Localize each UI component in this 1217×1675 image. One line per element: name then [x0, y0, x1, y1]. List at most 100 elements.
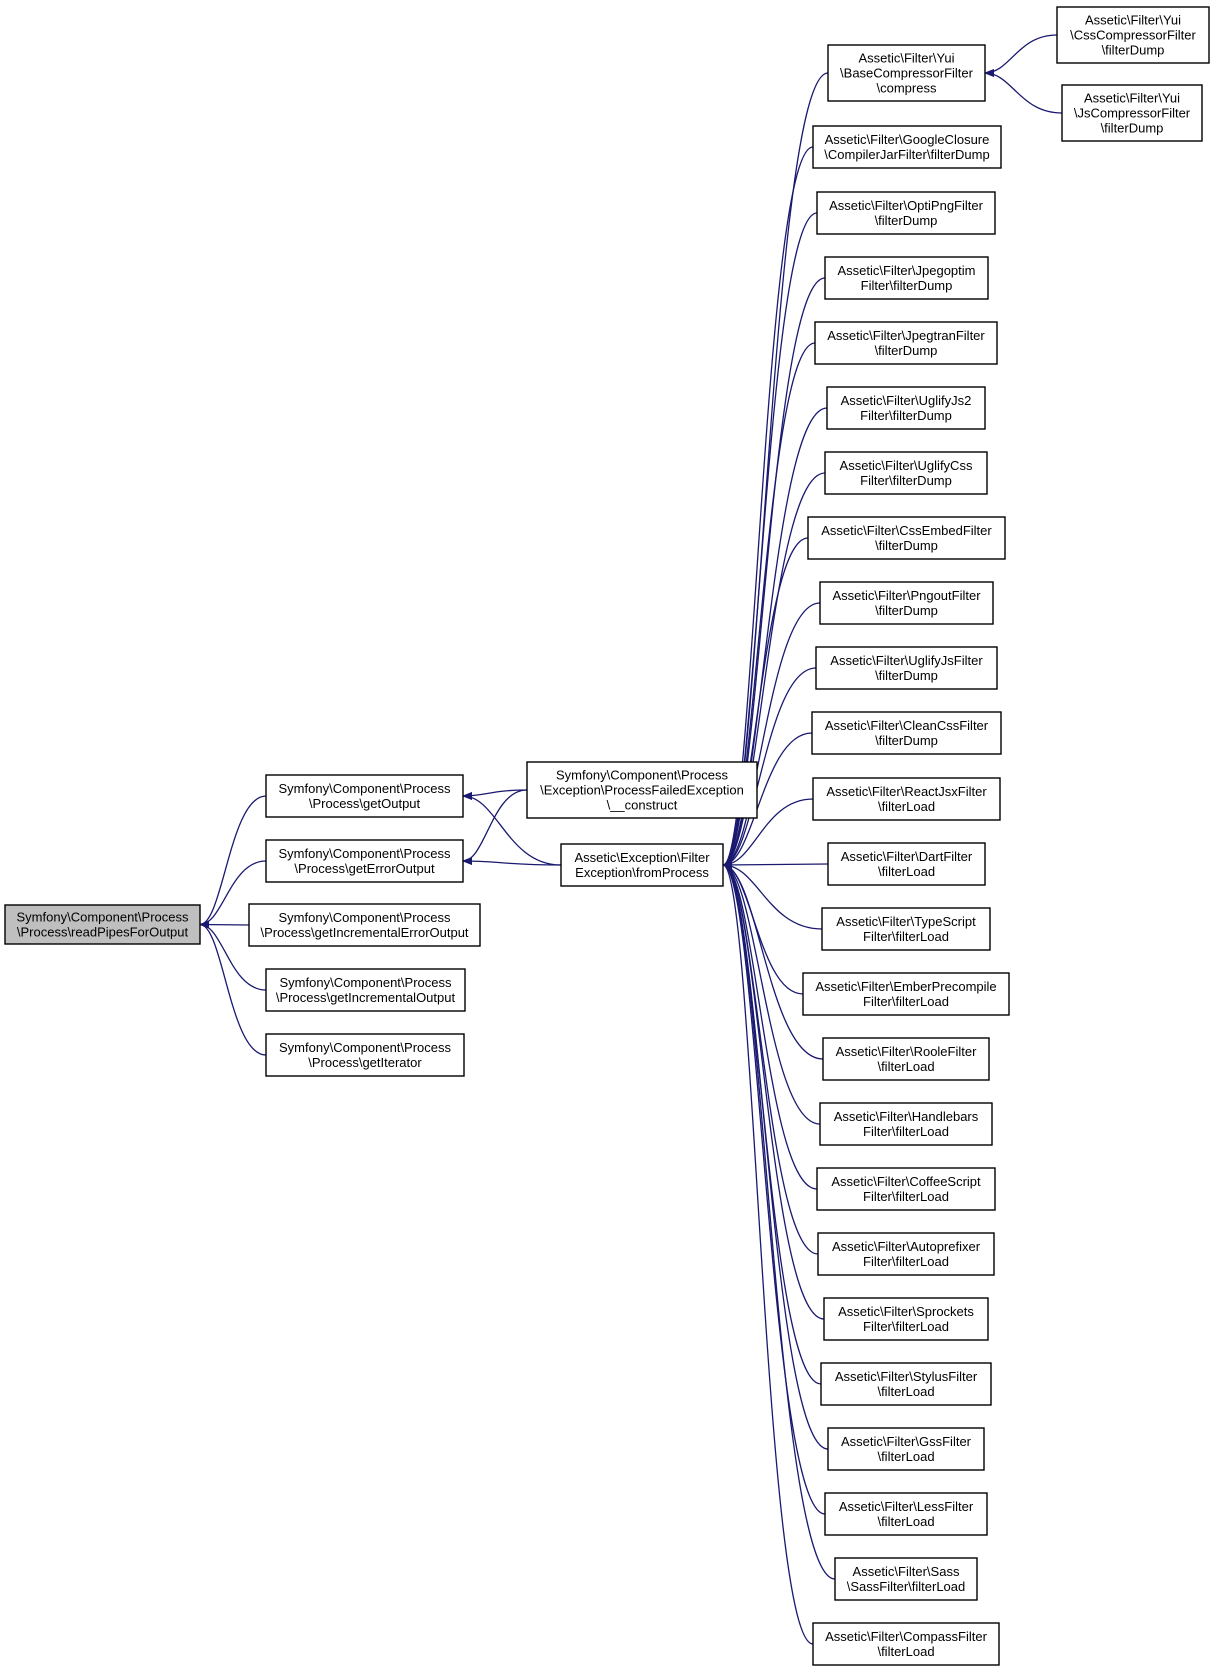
- node-yuiJs[interactable]: Assetic\Filter\Yui\JsCompressorFilter\fi…: [1061, 84, 1203, 142]
- node-box[interactable]: [560, 843, 724, 887]
- node-box[interactable]: [821, 907, 991, 951]
- node-label-line: \filterLoad: [877, 1514, 934, 1529]
- node-reactJsx[interactable]: Assetic\Filter\ReactJsxFilter\filterLoad: [812, 777, 1001, 821]
- node-box[interactable]: [822, 1037, 990, 1081]
- node-less[interactable]: Assetic\Filter\LessFilter\filterLoad: [824, 1492, 988, 1536]
- node-box[interactable]: [812, 777, 1001, 821]
- node-box[interactable]: [1061, 84, 1203, 142]
- node-jpegoptim[interactable]: Assetic\Filter\JpegoptimFilter\filterDum…: [824, 256, 989, 300]
- edge-reactJsx-to-fromProcess: [722, 798, 814, 869]
- node-label-line: Filter\filterDump: [861, 278, 953, 293]
- node-box[interactable]: [819, 1102, 993, 1146]
- node-fromProcess[interactable]: Assetic\Exception\FilterException\fromPr…: [560, 843, 724, 887]
- edge-jpegtran-to-fromProcess: [722, 342, 816, 869]
- node-box[interactable]: [824, 256, 989, 300]
- node-handlebars[interactable]: Assetic\Filter\HandlebarsFilter\filterLo…: [819, 1102, 993, 1146]
- node-googleClosure[interactable]: Assetic\Filter\GoogleClosure\CompilerJar…: [812, 125, 1002, 169]
- node-optiPng[interactable]: Assetic\Filter\OptiPngFilter\filterDump: [816, 191, 996, 235]
- node-box[interactable]: [817, 1232, 995, 1276]
- node-root[interactable]: Symfony\Component\Process\Process\readPi…: [4, 904, 201, 945]
- node-label-line: \filterDump: [875, 733, 938, 748]
- node-roole[interactable]: Assetic\Filter\RooleFilter\filterLoad: [822, 1037, 990, 1081]
- node-sprockets[interactable]: Assetic\Filter\SprocketsFilter\filterLoa…: [823, 1297, 989, 1341]
- node-label-line: Symfony\Component\Process: [279, 910, 451, 925]
- node-label-line: \__construct: [607, 798, 678, 813]
- node-label-line: \filterLoad: [878, 799, 935, 814]
- node-label-line: Assetic\Filter\StylusFilter: [835, 1369, 978, 1384]
- edge-googleClosure-to-fromProcess: [722, 146, 814, 869]
- node-box[interactable]: [815, 646, 998, 690]
- node-box[interactable]: [823, 1297, 989, 1341]
- node-box[interactable]: [827, 1427, 985, 1471]
- node-yuiCompress[interactable]: Assetic\Filter\Yui\BaseCompressorFilter\…: [827, 44, 986, 102]
- node-pngout[interactable]: Assetic\Filter\PngoutFilter\filterDump: [819, 581, 994, 625]
- node-emberPrecompile[interactable]: Assetic\Filter\EmberPrecompileFilter\fil…: [802, 972, 1010, 1016]
- node-typeScript[interactable]: Assetic\Filter\TypeScriptFilter\filterLo…: [821, 907, 991, 951]
- node-label-line: Assetic\Filter\EmberPrecompile: [815, 979, 996, 994]
- node-coffeeScript[interactable]: Assetic\Filter\CoffeeScriptFilter\filter…: [816, 1167, 996, 1211]
- node-getIncrementalErrorOutput[interactable]: Symfony\Component\Process\Process\getInc…: [248, 903, 481, 947]
- edge-uglifyJs-to-fromProcess: [722, 667, 817, 869]
- node-autoprefixer[interactable]: Assetic\Filter\AutoprefixerFilter\filter…: [817, 1232, 995, 1276]
- node-compass[interactable]: Assetic\Filter\CompassFilter\filterLoad: [812, 1622, 1000, 1666]
- node-box[interactable]: [814, 321, 998, 365]
- node-uglifyJs[interactable]: Assetic\Filter\UglifyJsFilter\filterDump: [815, 646, 998, 690]
- node-box[interactable]: [824, 451, 988, 495]
- node-box[interactable]: [1056, 6, 1210, 64]
- node-box[interactable]: [811, 711, 1002, 755]
- node-cssEmbed[interactable]: Assetic\Filter\CssEmbedFilter\filterDump: [807, 516, 1006, 560]
- node-getIncrementalOutput[interactable]: Symfony\Component\Process\Process\getInc…: [265, 968, 466, 1012]
- node-processFailedException[interactable]: Symfony\Component\Process\Exception\Proc…: [526, 761, 758, 819]
- node-getErrorOutput[interactable]: Symfony\Component\Process\Process\getErr…: [265, 839, 464, 883]
- node-sass[interactable]: Assetic\Filter\Sass\SassFilter\filterLoa…: [834, 1557, 978, 1601]
- node-box[interactable]: [265, 839, 464, 883]
- node-label-line: Assetic\Filter\LessFilter: [839, 1499, 974, 1514]
- edge-fromProcess-to-getErrorOutput: [462, 857, 562, 866]
- node-label-line: Symfony\Component\Process: [279, 846, 451, 861]
- node-jpegtran[interactable]: Assetic\Filter\JpegtranFilter\filterDump: [814, 321, 998, 365]
- node-box[interactable]: [4, 904, 201, 945]
- node-label-line: \filterDump: [1102, 43, 1165, 58]
- node-label-line: \JsCompressorFilter: [1074, 106, 1191, 121]
- node-box[interactable]: [248, 903, 481, 947]
- node-cleanCss[interactable]: Assetic\Filter\CleanCssFilter\filterDump: [811, 711, 1002, 755]
- node-getIterator[interactable]: Symfony\Component\Process\Process\getIte…: [265, 1033, 465, 1077]
- node-uglifyJs2[interactable]: Assetic\Filter\UglifyJs2Filter\filterDum…: [826, 386, 986, 430]
- node-dart[interactable]: Assetic\Filter\DartFilter\filterLoad: [827, 842, 986, 886]
- node-box[interactable]: [812, 125, 1002, 169]
- node-box[interactable]: [265, 774, 464, 818]
- node-box[interactable]: [820, 1362, 992, 1406]
- node-label-line: \filterLoad: [877, 1059, 934, 1074]
- node-box[interactable]: [827, 44, 986, 102]
- edge-less-to-fromProcess: [722, 861, 826, 1515]
- node-gss[interactable]: Assetic\Filter\GssFilter\filterLoad: [827, 1427, 985, 1471]
- node-box[interactable]: [824, 1492, 988, 1536]
- edge-typeScript-to-fromProcess: [722, 861, 823, 930]
- edge-coffeeScript-to-fromProcess: [722, 861, 818, 1190]
- node-label-line: \Process\getIterator: [308, 1055, 422, 1070]
- node-box[interactable]: [834, 1557, 978, 1601]
- node-box[interactable]: [265, 968, 466, 1012]
- edge-getIncrementalErrorOutput-to-root: [199, 920, 250, 929]
- node-box[interactable]: [265, 1033, 465, 1077]
- node-box[interactable]: [827, 842, 986, 886]
- node-yuiCss[interactable]: Assetic\Filter\Yui\CssCompressorFilter\f…: [1056, 6, 1210, 64]
- node-getOutput[interactable]: Symfony\Component\Process\Process\getOut…: [265, 774, 464, 818]
- node-box[interactable]: [826, 386, 986, 430]
- node-box[interactable]: [812, 1622, 1000, 1666]
- node-box[interactable]: [526, 761, 758, 819]
- node-box[interactable]: [819, 581, 994, 625]
- node-box[interactable]: [807, 516, 1006, 560]
- node-box[interactable]: [816, 1167, 996, 1211]
- node-box[interactable]: [816, 191, 996, 235]
- node-stylus[interactable]: Assetic\Filter\StylusFilter\filterLoad: [820, 1362, 992, 1406]
- node-label-line: Filter\filterLoad: [863, 1124, 949, 1139]
- node-box[interactable]: [802, 972, 1010, 1016]
- node-label-line: Assetic\Filter\Autoprefixer: [832, 1239, 981, 1254]
- node-label-line: Filter\filterLoad: [863, 1319, 949, 1334]
- node-uglifyCss[interactable]: Assetic\Filter\UglifyCssFilter\filterDum…: [824, 451, 988, 495]
- node-label-line: Symfony\Component\Process: [556, 768, 728, 783]
- node-label-line: \Process\getIncrementalOutput: [276, 990, 456, 1005]
- node-label-line: Assetic\Filter\PngoutFilter: [832, 588, 981, 603]
- node-label-line: Assetic\Filter\UglifyJsFilter: [830, 653, 983, 668]
